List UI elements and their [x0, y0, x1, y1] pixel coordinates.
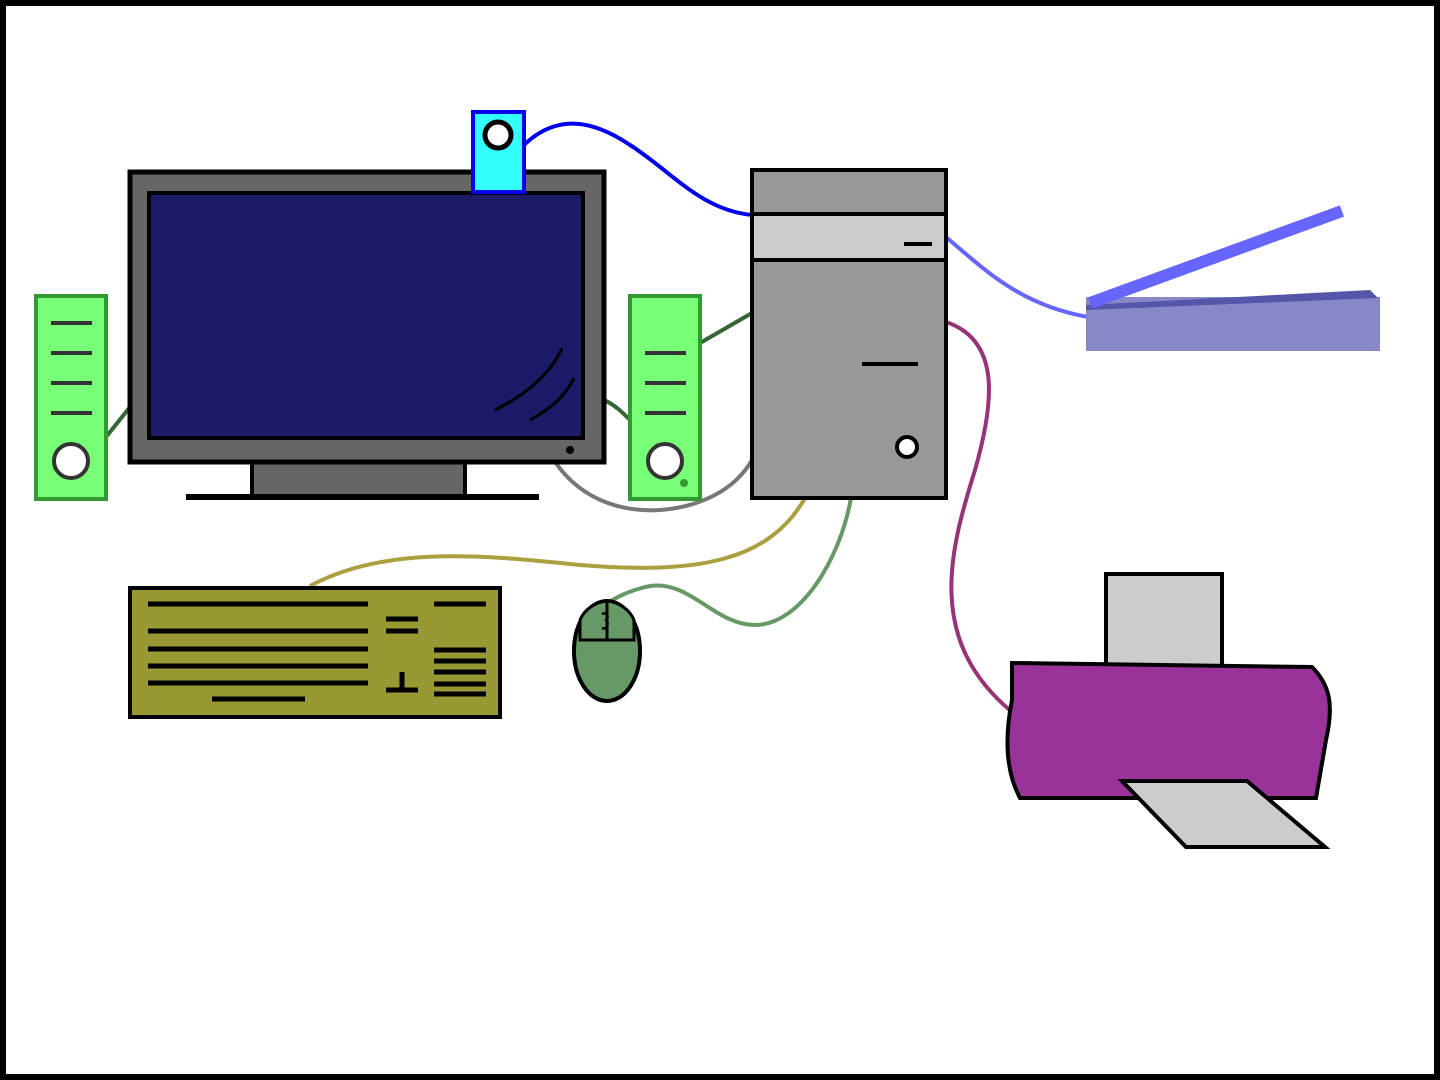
- cable-scanner-tower: [944, 235, 1089, 319]
- mouse-scroll-wheel: [601, 612, 609, 630]
- printer-paper-out: [1117, 779, 1331, 849]
- power-led: [566, 446, 574, 454]
- printer-body: [1005, 660, 1332, 800]
- speaker-right-icon: [628, 294, 702, 501]
- power-button-icon: [895, 435, 919, 459]
- speaker-cone: [646, 442, 684, 480]
- speaker-led: [680, 479, 688, 487]
- cable-mouse-tower: [604, 497, 853, 628]
- monitor-screen: [147, 191, 585, 440]
- webcam-icon: [471, 110, 526, 194]
- mouse-right-button: [605, 599, 636, 642]
- cable-printer-tower: [945, 320, 1014, 714]
- printer-icon: [1005, 572, 1332, 849]
- mouse-icon: [572, 599, 642, 703]
- monitor-stand: [250, 458, 467, 500]
- scanner-lid: [1087, 205, 1345, 309]
- speaker-cone: [52, 442, 90, 480]
- optical-drive-bay: [750, 212, 948, 262]
- computer-tower-icon: [750, 168, 948, 500]
- monitor-icon: [127, 169, 607, 500]
- speaker-left-icon: [34, 294, 108, 501]
- cable-webcam-tower: [522, 121, 753, 217]
- tower-top-bay: [750, 168, 948, 216]
- cable-keyboard-tower: [309, 497, 807, 588]
- cable-speaker-left-monitor: [104, 405, 132, 439]
- printer-paper-in: [1104, 572, 1224, 671]
- keyboard-keys: [148, 601, 486, 702]
- scanner-icon: [1086, 205, 1380, 351]
- keyboard-icon: [128, 586, 502, 719]
- screen-glare: [529, 377, 576, 422]
- screen-glare: [494, 347, 564, 412]
- cable-monitor-tower: [553, 459, 754, 513]
- webcam-lens: [482, 119, 514, 151]
- scanner-glass: [1086, 290, 1378, 310]
- cable-speaker-right-tower: [699, 311, 753, 345]
- cables: [104, 121, 1089, 714]
